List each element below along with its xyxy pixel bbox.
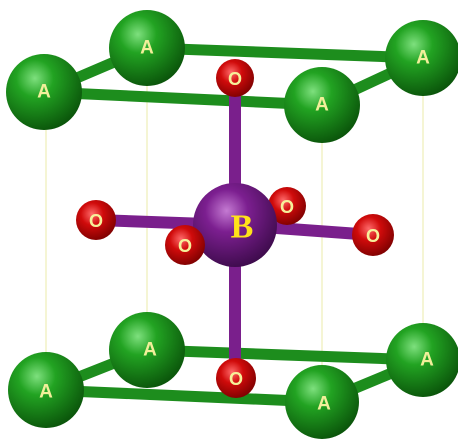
a-atom: A bbox=[109, 10, 185, 86]
a-atom-label: A bbox=[420, 350, 434, 371]
o-atom: O bbox=[352, 214, 394, 256]
b-atom: B bbox=[193, 183, 277, 267]
a-atom: A bbox=[385, 20, 458, 96]
a-atom-label: A bbox=[317, 394, 331, 415]
a-atom-label: A bbox=[140, 38, 154, 59]
a-atom-sphere bbox=[109, 312, 185, 388]
a-atom: A bbox=[284, 67, 360, 143]
a-atom-label: A bbox=[315, 95, 329, 116]
o-atom: O bbox=[268, 187, 306, 225]
o-atom: O bbox=[216, 59, 254, 97]
a-atom-sphere bbox=[284, 67, 360, 143]
o-atom-sphere bbox=[268, 187, 306, 225]
a-atom-sphere bbox=[8, 352, 84, 428]
a-atom-sphere bbox=[386, 323, 458, 397]
o-atom: O bbox=[216, 358, 256, 398]
a-atom-label: A bbox=[37, 82, 51, 103]
a-atom-sphere bbox=[385, 20, 458, 96]
o-atom-label: O bbox=[280, 197, 294, 217]
a-bond bbox=[141, 42, 429, 64]
a-atom-label: A bbox=[39, 382, 53, 403]
o-atom-sphere bbox=[352, 214, 394, 256]
o-atom: O bbox=[165, 225, 205, 265]
o-atom-sphere bbox=[216, 358, 256, 398]
a-atom: A bbox=[8, 352, 84, 428]
a-bond bbox=[40, 384, 328, 408]
o-atom: O bbox=[76, 200, 116, 240]
o-atom-label: O bbox=[366, 226, 380, 246]
b-atom-label: B bbox=[231, 209, 254, 246]
a-atom-label: A bbox=[143, 340, 157, 361]
a-atom: A bbox=[109, 312, 185, 388]
o-atom-label: O bbox=[89, 211, 103, 231]
a-atom: A bbox=[285, 365, 359, 439]
a-atom-sphere bbox=[109, 10, 185, 86]
o-atom-sphere bbox=[216, 59, 254, 97]
a-atom-sphere bbox=[285, 365, 359, 439]
o-atom-label: O bbox=[229, 369, 243, 389]
a-atom: A bbox=[386, 323, 458, 397]
o-atom-label: O bbox=[178, 236, 192, 256]
b-atom-sphere bbox=[193, 183, 277, 267]
o-atom-sphere bbox=[76, 200, 116, 240]
o-atom-sphere bbox=[165, 225, 205, 265]
a-atom-sphere bbox=[6, 54, 82, 130]
a-bond bbox=[141, 344, 429, 366]
a-bond bbox=[38, 86, 328, 111]
a-atom-label: A bbox=[416, 48, 430, 69]
a-atom: A bbox=[6, 54, 82, 130]
o-atom-label: O bbox=[228, 69, 242, 89]
